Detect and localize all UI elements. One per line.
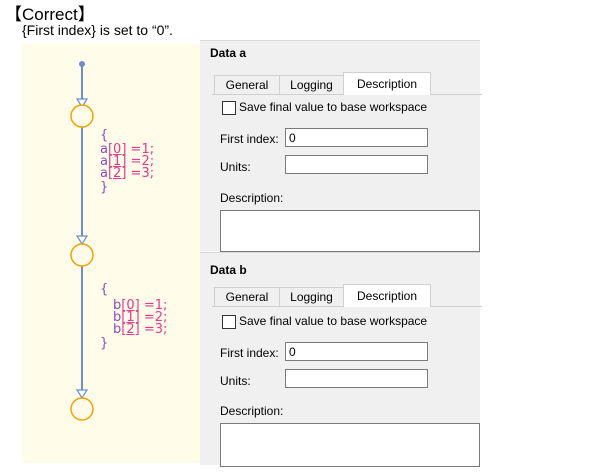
junction-3[interactable] [70,397,94,421]
units-field[interactable] [285,155,428,174]
index: 0 [113,142,122,157]
data-b-dialog: Data b General Logging Description Save … [200,252,482,467]
value: 1; [154,298,168,313]
first-index-field[interactable]: 0 [285,342,428,361]
block-a-line-0: a[0] =1; [100,142,155,157]
description-label: Description: [220,191,284,205]
description-textarea[interactable] [220,210,480,252]
tab-logging[interactable]: Logging [279,75,344,94]
tab-description[interactable]: Description [343,284,431,308]
junction-1[interactable] [70,104,94,128]
transition-arrowhead-3 [75,389,89,400]
junction-2[interactable] [70,243,94,267]
index: 0 [126,298,135,313]
value: 3; [154,322,168,337]
block-a-open-brace: { [100,128,109,143]
value: 1; [141,142,155,157]
var-name: a [100,166,108,181]
save-final-value-label: Save final value to base workspace [239,314,428,328]
block-b-line-2: b[2] =3; [113,322,168,337]
heading: 【Correct】 [5,5,95,24]
save-final-value-checkbox[interactable] [222,101,236,115]
index: 2 [126,322,135,337]
transition-arrowhead-1 [75,98,89,109]
block-a-line-1: a[1] =2; [100,154,155,169]
var-name: b [113,298,122,313]
first-index-field[interactable]: 0 [285,128,428,147]
transition-arrowhead-2 [75,235,89,246]
index: 1 [126,310,135,325]
block-b-line-1: b[1] =2; [113,310,168,325]
var-name: a [100,142,108,157]
save-final-value-checkbox[interactable] [222,315,236,329]
subheading: {First index} is set to “0”. [22,22,173,38]
block-a-line-2: a[2] =3; [100,166,155,181]
tab-logging[interactable]: Logging [279,287,344,306]
block-b-line-0: b[0] =1; [113,298,168,313]
description-panel: Save final value to base workspace First… [212,95,480,252]
block-a-close-brace: } [100,180,109,195]
data-a-dialog: Data a General Logging Description Save … [200,40,482,252]
block-b-open-brace: { [100,282,109,297]
units-label: Units: [220,160,251,174]
tab-bar: General Logging Description [212,72,482,96]
description-textarea[interactable] [220,423,480,467]
index: 1 [113,154,122,169]
dialog-title: Data b [210,263,247,277]
var-name: b [113,310,122,325]
units-label: Units: [220,374,251,388]
var-name: b [113,322,122,337]
value: 2; [141,154,155,169]
var-name: a [100,154,108,169]
tab-bar: General Logging Description [212,284,482,308]
value: 2; [154,310,168,325]
diagram-canvas [70,61,94,421]
first-index-label: First index: [220,346,279,360]
value: 3; [141,166,155,181]
stateflow-diagram: { a[0] =1; a[1] =2; a[2] =3; } { b[0] =1… [22,44,201,463]
description-label: Description: [220,404,284,418]
index: 2 [113,166,122,181]
first-index-label: First index: [220,132,279,146]
tab-general[interactable]: General [214,287,280,306]
tab-general[interactable]: General [214,75,280,94]
block-b-close-brace: } [100,336,109,351]
units-field[interactable] [285,369,428,388]
dialog-title: Data a [210,46,247,60]
description-panel: Save final value to base workspace First… [212,307,480,467]
save-final-value-label: Save final value to base workspace [239,100,428,114]
tab-description[interactable]: Description [343,72,431,96]
